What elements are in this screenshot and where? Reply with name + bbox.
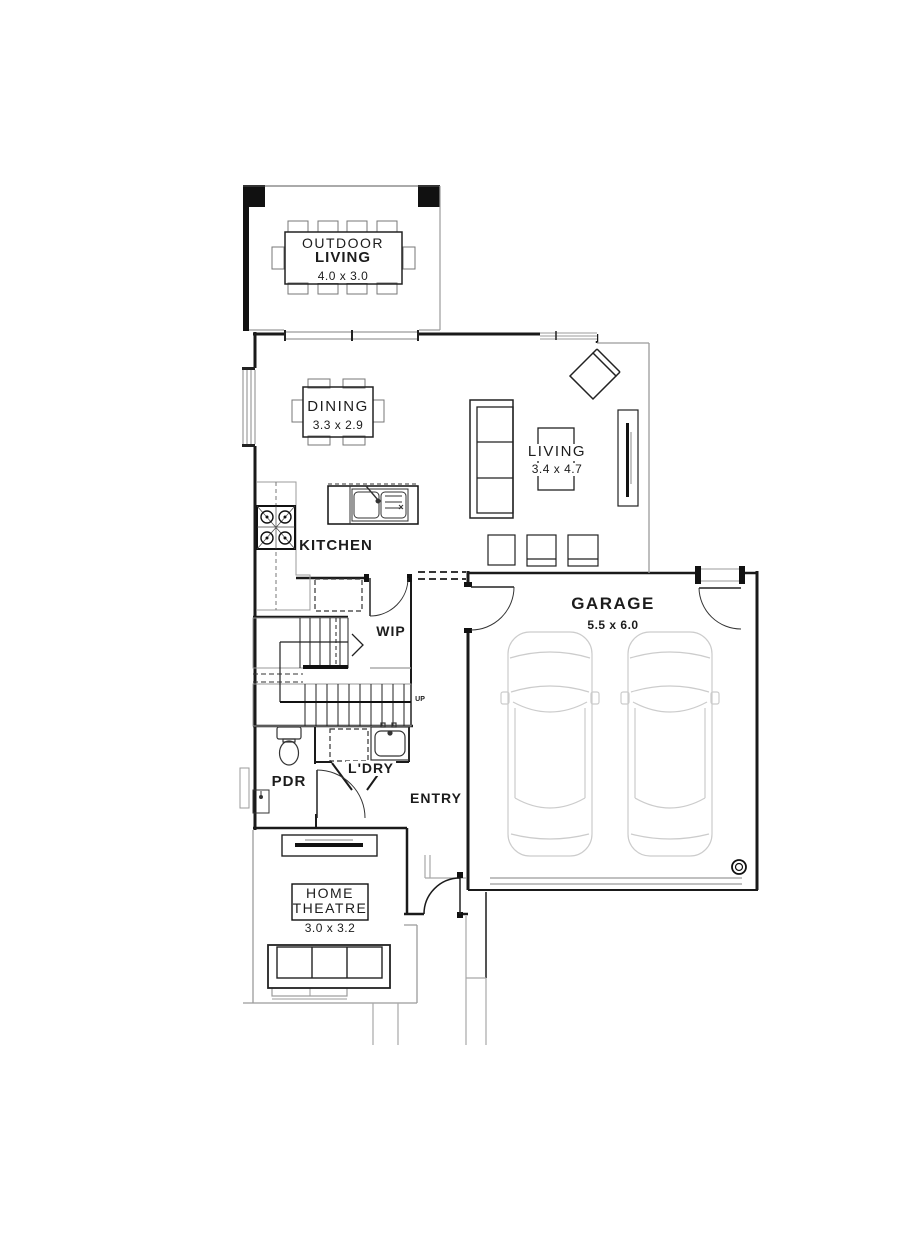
tv-unit [617,409,639,507]
kitchen-joinery [256,481,419,612]
room-label-laundry: L'DRY [346,760,396,777]
theatre-label-box [291,883,369,921]
room-dims-home-theatre: 3.0 x 3.2 [302,921,358,936]
exterior-paths [372,855,487,1045]
home-theatre-window [271,987,348,1000]
living-furniture [469,348,639,567]
room-label-dining: DINING [305,398,371,416]
doors [316,566,745,918]
garage-panel-door [490,877,742,885]
outdoor-table-setting [271,220,416,295]
room-label-entry: ENTRY [408,790,464,807]
front-path [372,1003,399,1045]
car-right [620,631,720,857]
post-right [418,185,440,207]
room-dims-living: 3.4 x 4.7 [529,462,585,477]
room-label-pdr: PDR [269,773,309,791]
stairs-up-label: UP [415,696,425,703]
side-path [465,916,487,1045]
front-entry-door [423,872,463,918]
bulkhead-dashes [418,571,466,580]
powder-room-fixtures [252,726,302,814]
fridge-space [314,578,363,612]
kitchen-sink [351,485,409,522]
meter-symbol [731,859,747,875]
room-label-wip: WIP [374,623,408,640]
laundry-tub [370,722,410,761]
armchair [568,348,621,401]
secondary-walls [243,342,650,1004]
laundry-fixtures [329,722,410,762]
kitchen-side-window [241,367,256,447]
post-left [243,185,265,207]
stairs [252,617,412,727]
cooktop [256,505,296,550]
room-label-kitchen: KITCHEN [297,537,375,555]
home-theatre-furniture [267,834,391,989]
room-dims-dining: 3.3 x 2.9 [310,418,366,433]
garage-side-door [695,566,745,630]
theatre-sofa [267,944,391,989]
stair-direction-arrow [351,633,364,657]
alfresco-left-wall [243,207,249,331]
dining-table [302,386,374,438]
outdoor-table [284,231,403,285]
wip-door [364,574,412,617]
room-dims-outdoor-living: 4.0 x 3.0 [315,269,371,284]
dining-setting [291,378,385,446]
basin [252,789,270,814]
living-window [540,330,597,341]
dining-window [284,329,419,341]
pdr-window [239,767,250,809]
room-label-home-theatre-1: HOME [306,885,354,901]
toilet [276,726,302,766]
sofa [469,399,514,519]
hall-door [316,769,366,819]
theatre-tv-cabinet [281,834,378,857]
room-label-outdoor-living-2: LIVING [312,249,374,267]
room-label-home-theatre-2: THEATRE [292,900,368,916]
car-left [500,631,600,857]
garage-elements [490,631,747,885]
room-label-living: LIVING [525,443,589,461]
room-label-outdoor-living-1: OUTDOOR [299,235,387,252]
ottomans [487,534,599,567]
kitchen-bench [257,481,311,611]
washer-space [329,728,369,762]
garage-internal-door [464,582,515,633]
windows [239,329,597,1000]
room-dims-garage: 5.5 x 6.0 [585,618,641,633]
island-bench [327,483,419,525]
room-label-garage: GARAGE [569,594,657,614]
